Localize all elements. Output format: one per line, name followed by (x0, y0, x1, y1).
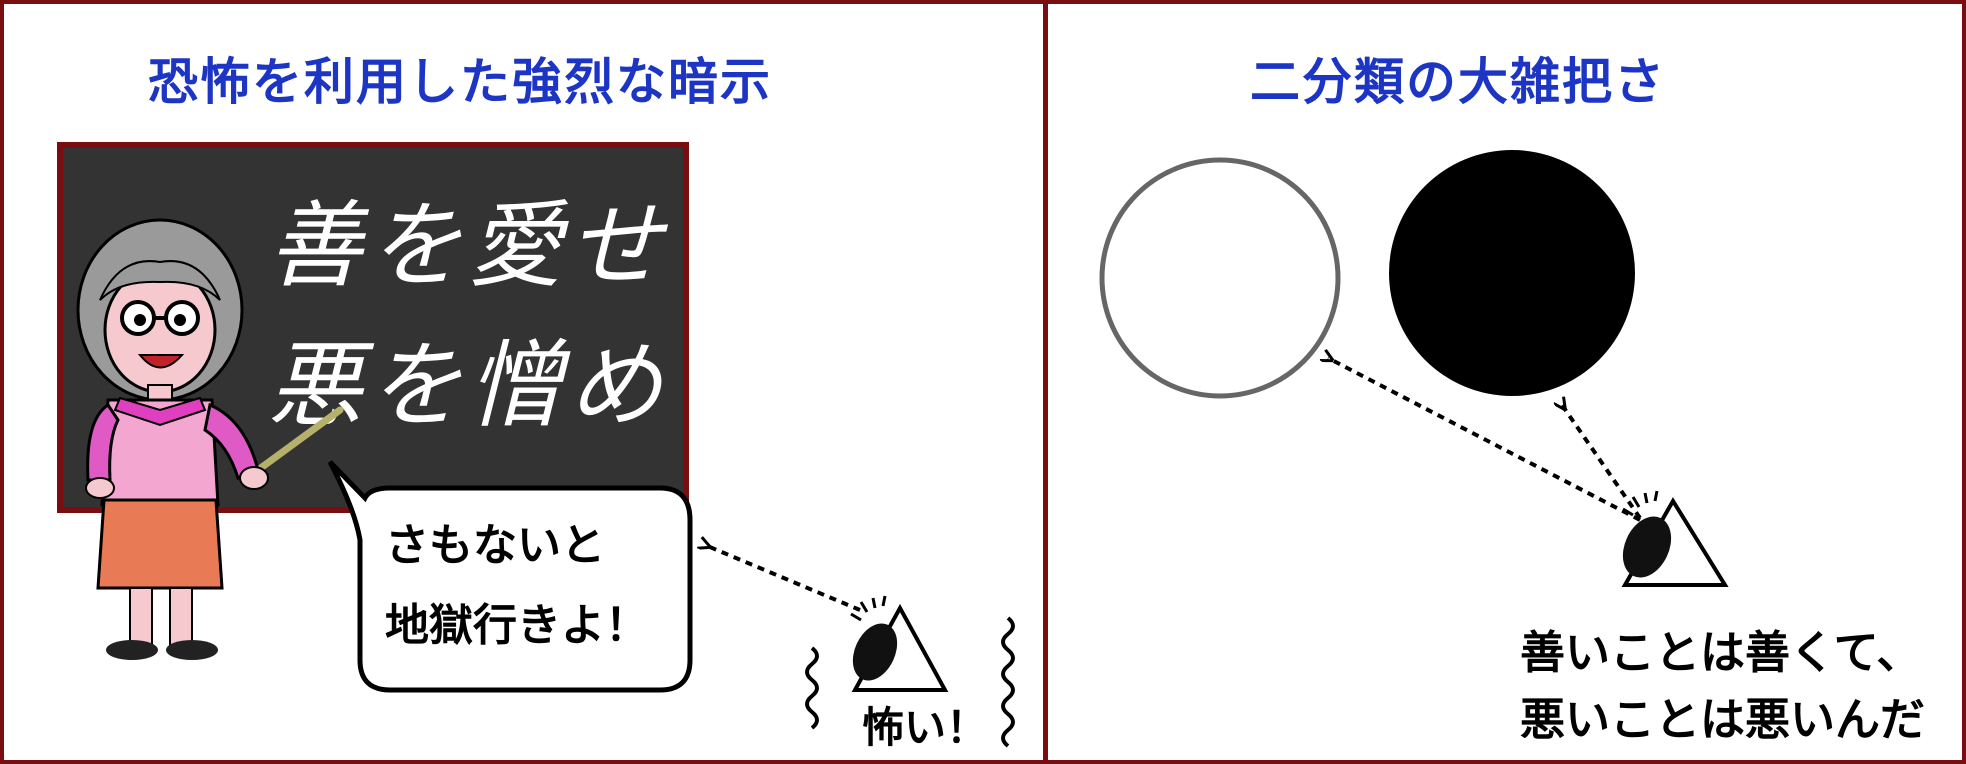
speech-bubble: さもないと 地獄行きよ！ (327, 460, 693, 693)
caption-line-1: 善いことは善くて、 (1520, 626, 1921, 679)
left-panel-title: 恐怖を利用した強烈な暗示 (148, 53, 772, 111)
skirt (96, 498, 224, 590)
eye-icon (850, 595, 949, 692)
blackboard-line-1: 善を愛せ (268, 192, 669, 301)
speech-bubble-line-1: さもないと (385, 520, 605, 571)
teacher-figure (76, 218, 344, 660)
panel-divider (1043, 0, 1048, 764)
caption-line-2: 悪いことは悪いんだ (1520, 693, 1925, 746)
gaze-arrow-left (705, 545, 861, 612)
speech-bubble-line-2: 地獄行きよ！ (385, 600, 649, 651)
white-circle (1099, 157, 1341, 399)
gaze-arrow-to-white (1328, 358, 1641, 522)
shiver-lines (805, 616, 1015, 748)
right-panel-title: 二分類の大雑把さ (1250, 53, 1666, 111)
black-circle (1389, 150, 1635, 396)
gaze-arrow-to-black (1562, 405, 1642, 520)
pointer-stick (254, 406, 344, 474)
blackboard-line-2: 悪を憎め (268, 332, 668, 441)
viewer-label: 怖い！ (862, 703, 988, 752)
eye-icon (1621, 490, 1729, 587)
mouth (137, 354, 185, 369)
